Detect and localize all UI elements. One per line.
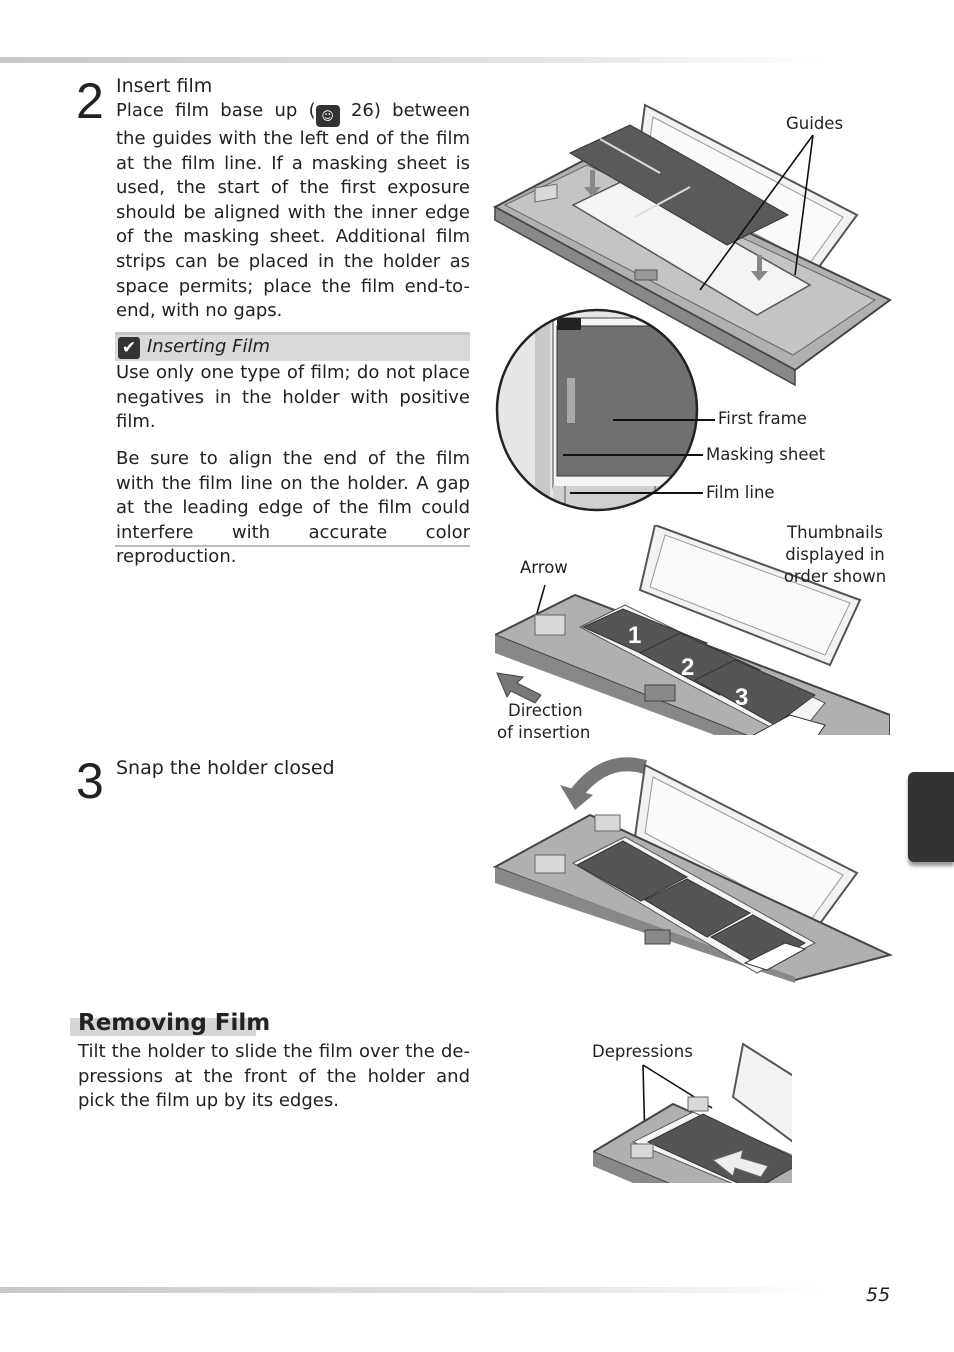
note-header: ✔ Inserting Film [115,332,470,361]
label-masking-sheet: Masking sheet [706,445,826,464]
frame-3-number: 3 [735,684,748,711]
step-3-title: Snap the holder closed [116,757,335,779]
label-direction-2: of insertion [497,723,591,742]
chapter-tab [908,772,954,862]
checkmark-icon: ✔ [118,337,140,359]
frame-2-number: 2 [681,654,694,681]
note-divider [115,545,470,547]
label-thumbnails-2: displayed in [785,545,885,564]
removing-film-title: Removing Film [78,1010,271,1036]
reference-icon: ☺ [315,105,340,127]
removing-film-body: Tilt the holder to slide the film over t… [78,1041,470,1112]
film-holder-insert-illustration [492,103,892,387]
film-holder-close-illustration [492,757,893,983]
section-title-highlight [70,1018,256,1036]
note-title: Inserting Film [147,336,271,357]
label-guides: Guides [786,114,844,133]
note-paragraph-2: Be sure to align the end of the film wit… [116,448,470,568]
magnified-detail-illustration [495,308,699,512]
step-2-number: 2 [76,73,104,129]
label-thumbnails-3: order shown [783,567,887,586]
label-direction-1: Direction [508,701,583,720]
footer-rule [0,1287,820,1293]
header-rule [0,57,820,63]
label-first-frame: First frame [718,409,807,428]
label-film-line: Film line [706,483,775,502]
note-paragraph-1: Use only one type of film; do not place … [116,362,470,433]
step-2-body: Place film base up (☺ 26) between the gu… [116,100,470,322]
depressions-illustration [593,1042,792,1183]
page-number: 55 [866,1284,891,1306]
label-arrow: Arrow [520,558,568,577]
step-3-number: 3 [76,753,104,809]
film-holder-order-illustration: 1 2 3 [495,525,890,735]
label-depressions: Depressions [592,1042,693,1061]
step-2-title: Insert film [116,75,213,97]
label-thumbnails-1: Thumbnails [787,523,883,542]
frame-1-number: 1 [628,622,641,649]
